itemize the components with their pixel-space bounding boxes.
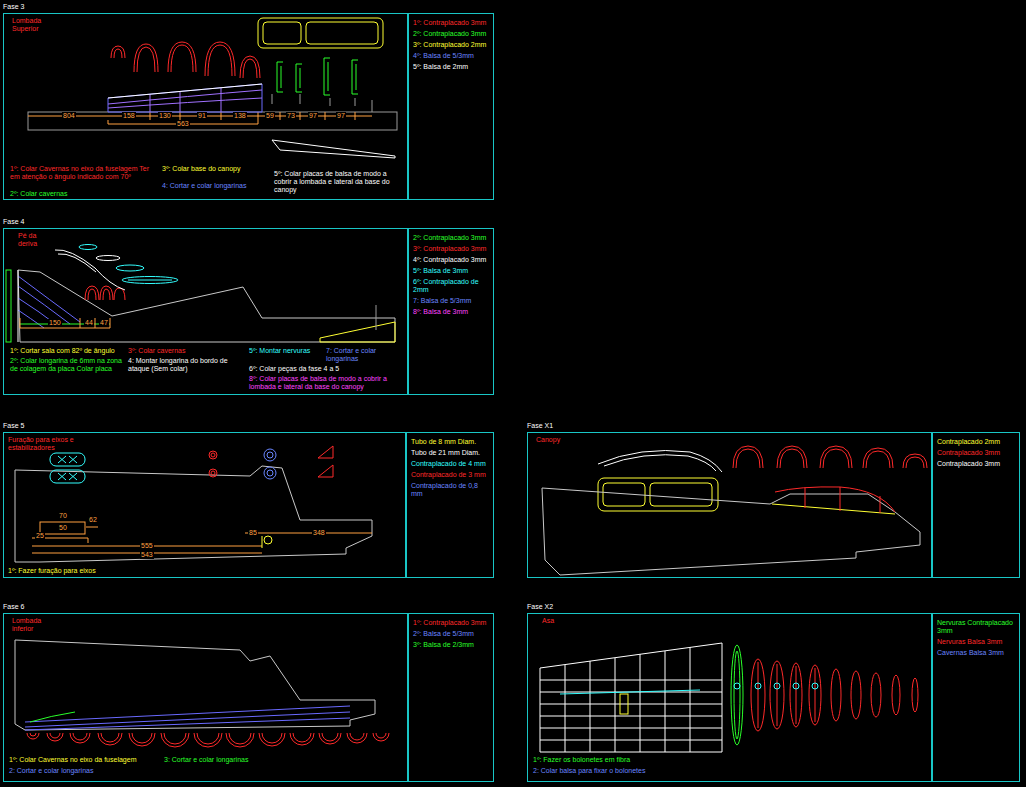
step-note: 1º: Cortar sala com 82º de ângulo: [10, 347, 125, 355]
dimension: 348: [312, 529, 326, 537]
material-note: Nervuras Balsa 3mm: [937, 638, 1016, 646]
material-note: 2º: Balsa de 5/3mm: [413, 630, 490, 638]
phase-title: Fase X1: [527, 422, 587, 430]
phase-title: Fase 5: [3, 422, 63, 430]
material-panel: 1º: Contraplacado 3mm 2º: Balsa de 5/3mm 3…: [408, 613, 494, 782]
dimension: 97: [308, 112, 318, 120]
material-note: 4º: Contraplacado 3mm: [413, 256, 490, 264]
phase-panel: Fase X2Asa1º: Fazer os bolonetes em fibr…: [527, 613, 932, 782]
material-note: 4º: Balsa de 5/3mm: [413, 52, 490, 60]
material-note: Nervuras Contraplacado 3mm: [937, 619, 1016, 635]
material-note: 6º: Contraplacado de 2mm: [413, 278, 490, 294]
material-note: 3º: Contraplacado 2mm: [413, 41, 490, 49]
dimension: 563: [176, 120, 190, 128]
dimension: 804: [62, 112, 76, 120]
phase-title: Fase X2: [527, 603, 587, 611]
dimension: 50: [58, 524, 68, 532]
material-note: 5º: Balsa de 2mm: [413, 63, 490, 71]
dimension: 73: [286, 112, 296, 120]
material-panel: 1º: Contraplacado 3mm 2º: Contraplacado 3…: [408, 13, 494, 200]
dimension: 70: [58, 512, 68, 520]
step-note: 1º: Colar Cavernas no eixo da fuselagem: [9, 756, 159, 764]
phase-title: Fase 3: [3, 3, 63, 11]
material-panel: Tubo de 8 mm Diam. Tubo de 21 mm Diam. Con…: [406, 432, 494, 578]
step-note: 1º: Fazer os bolonetes em fibra: [533, 756, 733, 764]
step-note: 2: Cortar e colar longarinas: [9, 767, 159, 775]
dimension: 138: [233, 112, 247, 120]
phase-panel: Fase 6Lombada inferior1º: Colar Cavernas…: [3, 613, 408, 782]
material-note: 1º: Contraplacado 3mm: [413, 19, 490, 27]
material-note: Tubo de 8 mm Diam.: [411, 438, 490, 446]
step-note: 2º: Colar cavernas: [10, 190, 150, 198]
material-note: 1º: Contraplacado 3mm: [413, 619, 490, 627]
material-note: Contraplacado 3mm: [937, 449, 1016, 457]
material-note: 7: Balsa de 5/3mm: [413, 297, 490, 305]
step-note: 3º: Colar base do canopy: [162, 165, 270, 173]
phase-panel: Fase 4Pé da deriva1º: Cortar sala com 82…: [3, 228, 408, 395]
phase-title: Fase 4: [3, 218, 63, 226]
part-label: Canopy: [536, 436, 586, 444]
dimension: 555: [140, 542, 154, 550]
material-note: Tubo de 21 mm Diam.: [411, 449, 490, 457]
material-note: 5º: Balsa de 3mm: [413, 267, 490, 275]
dimension: 85: [248, 529, 258, 537]
dimension: 59: [265, 112, 275, 120]
part-label: Furação para eixos e estabilizadores: [8, 436, 103, 452]
step-note: 1º: Fazer furação para eixos: [8, 567, 208, 575]
step-note: 2º: Colar longarina de 6mm na zona de co…: [10, 357, 125, 373]
step-note: 2: Colar balsa para fixar o bolonetes: [533, 767, 733, 775]
step-note: 5º: Colar placas de balsa de modo a cobr…: [274, 170, 404, 194]
material-panel: 2º: Contraplacado 3mm 3º: Contraplacado 3…: [408, 228, 494, 395]
dimension: 158: [122, 112, 136, 120]
material-panel: Nervuras Contraplacado 3mmNervuras Balsa…: [932, 613, 1020, 782]
dimension: 62: [88, 516, 98, 524]
step-note: 4: Montar longarina do bordo de ataque (…: [128, 357, 243, 373]
material-note: Contraplacado de 4 mm: [411, 460, 490, 468]
material-note: 8º: Balsa de 3mm: [413, 308, 490, 316]
material-note: 3º: Balsa de 2/3mm: [413, 641, 490, 649]
step-note: 6º: Colar peças da fase 4 a 5: [249, 365, 399, 373]
dimension: 150: [48, 319, 62, 327]
step-note: 3º: Colar cavernas: [128, 347, 243, 355]
material-note: Contraplacado de 0,8 mm: [411, 482, 490, 498]
dimension: 25: [35, 532, 45, 540]
material-note: 3º: Contraplacado 3mm: [413, 245, 490, 253]
phase-panel: Fase 3Lombada Superior1º: Colar Cavernas…: [3, 13, 408, 200]
material-note: Contraplacado 2mm: [937, 438, 1016, 446]
dimension: 44: [84, 319, 94, 327]
material-note: 2º: Contraplacado 3mm: [413, 234, 490, 242]
dimension: 130: [158, 112, 172, 120]
dimension: 47: [99, 319, 109, 327]
part-label: Lombada inferior: [12, 617, 62, 633]
step-note: 4: Cortar e colar longarinas: [162, 182, 270, 190]
dimension: 543: [140, 551, 154, 559]
material-panel: Contraplacado 2mmContraplacado 3mmContra…: [932, 432, 1020, 578]
phase-title: Fase 6: [3, 603, 63, 611]
material-note: Contraplacado de 3 mm: [411, 471, 490, 479]
step-note: 8º: Colar placas de balsa de modo a cobr…: [249, 375, 405, 391]
part-label: Asa: [542, 617, 572, 625]
phase-panel: Fase X1Canopy: [527, 432, 932, 578]
step-note: 1º: Colar Cavernas no eixo da fuselagem …: [10, 165, 160, 181]
step-note: 5º: Montar nervuras: [249, 347, 324, 355]
step-note: 7: Cortar e colar longarinas: [326, 347, 406, 363]
part-label: Pé da deriva: [18, 232, 50, 248]
step-note: 3: Cortar e colar longarinas: [164, 756, 284, 764]
dimension: 97: [336, 112, 346, 120]
material-note: Contraplacado 3mm: [937, 460, 1016, 468]
material-note: 2º: Contraplacado 3mm: [413, 30, 490, 38]
phase-panel: Fase 5Furação para eixos e estabilizador…: [3, 432, 406, 578]
material-note: Cavernas Balsa 3mm: [937, 649, 1016, 657]
dimension: 91: [197, 112, 207, 120]
part-label: Lombada Superior: [12, 17, 62, 33]
